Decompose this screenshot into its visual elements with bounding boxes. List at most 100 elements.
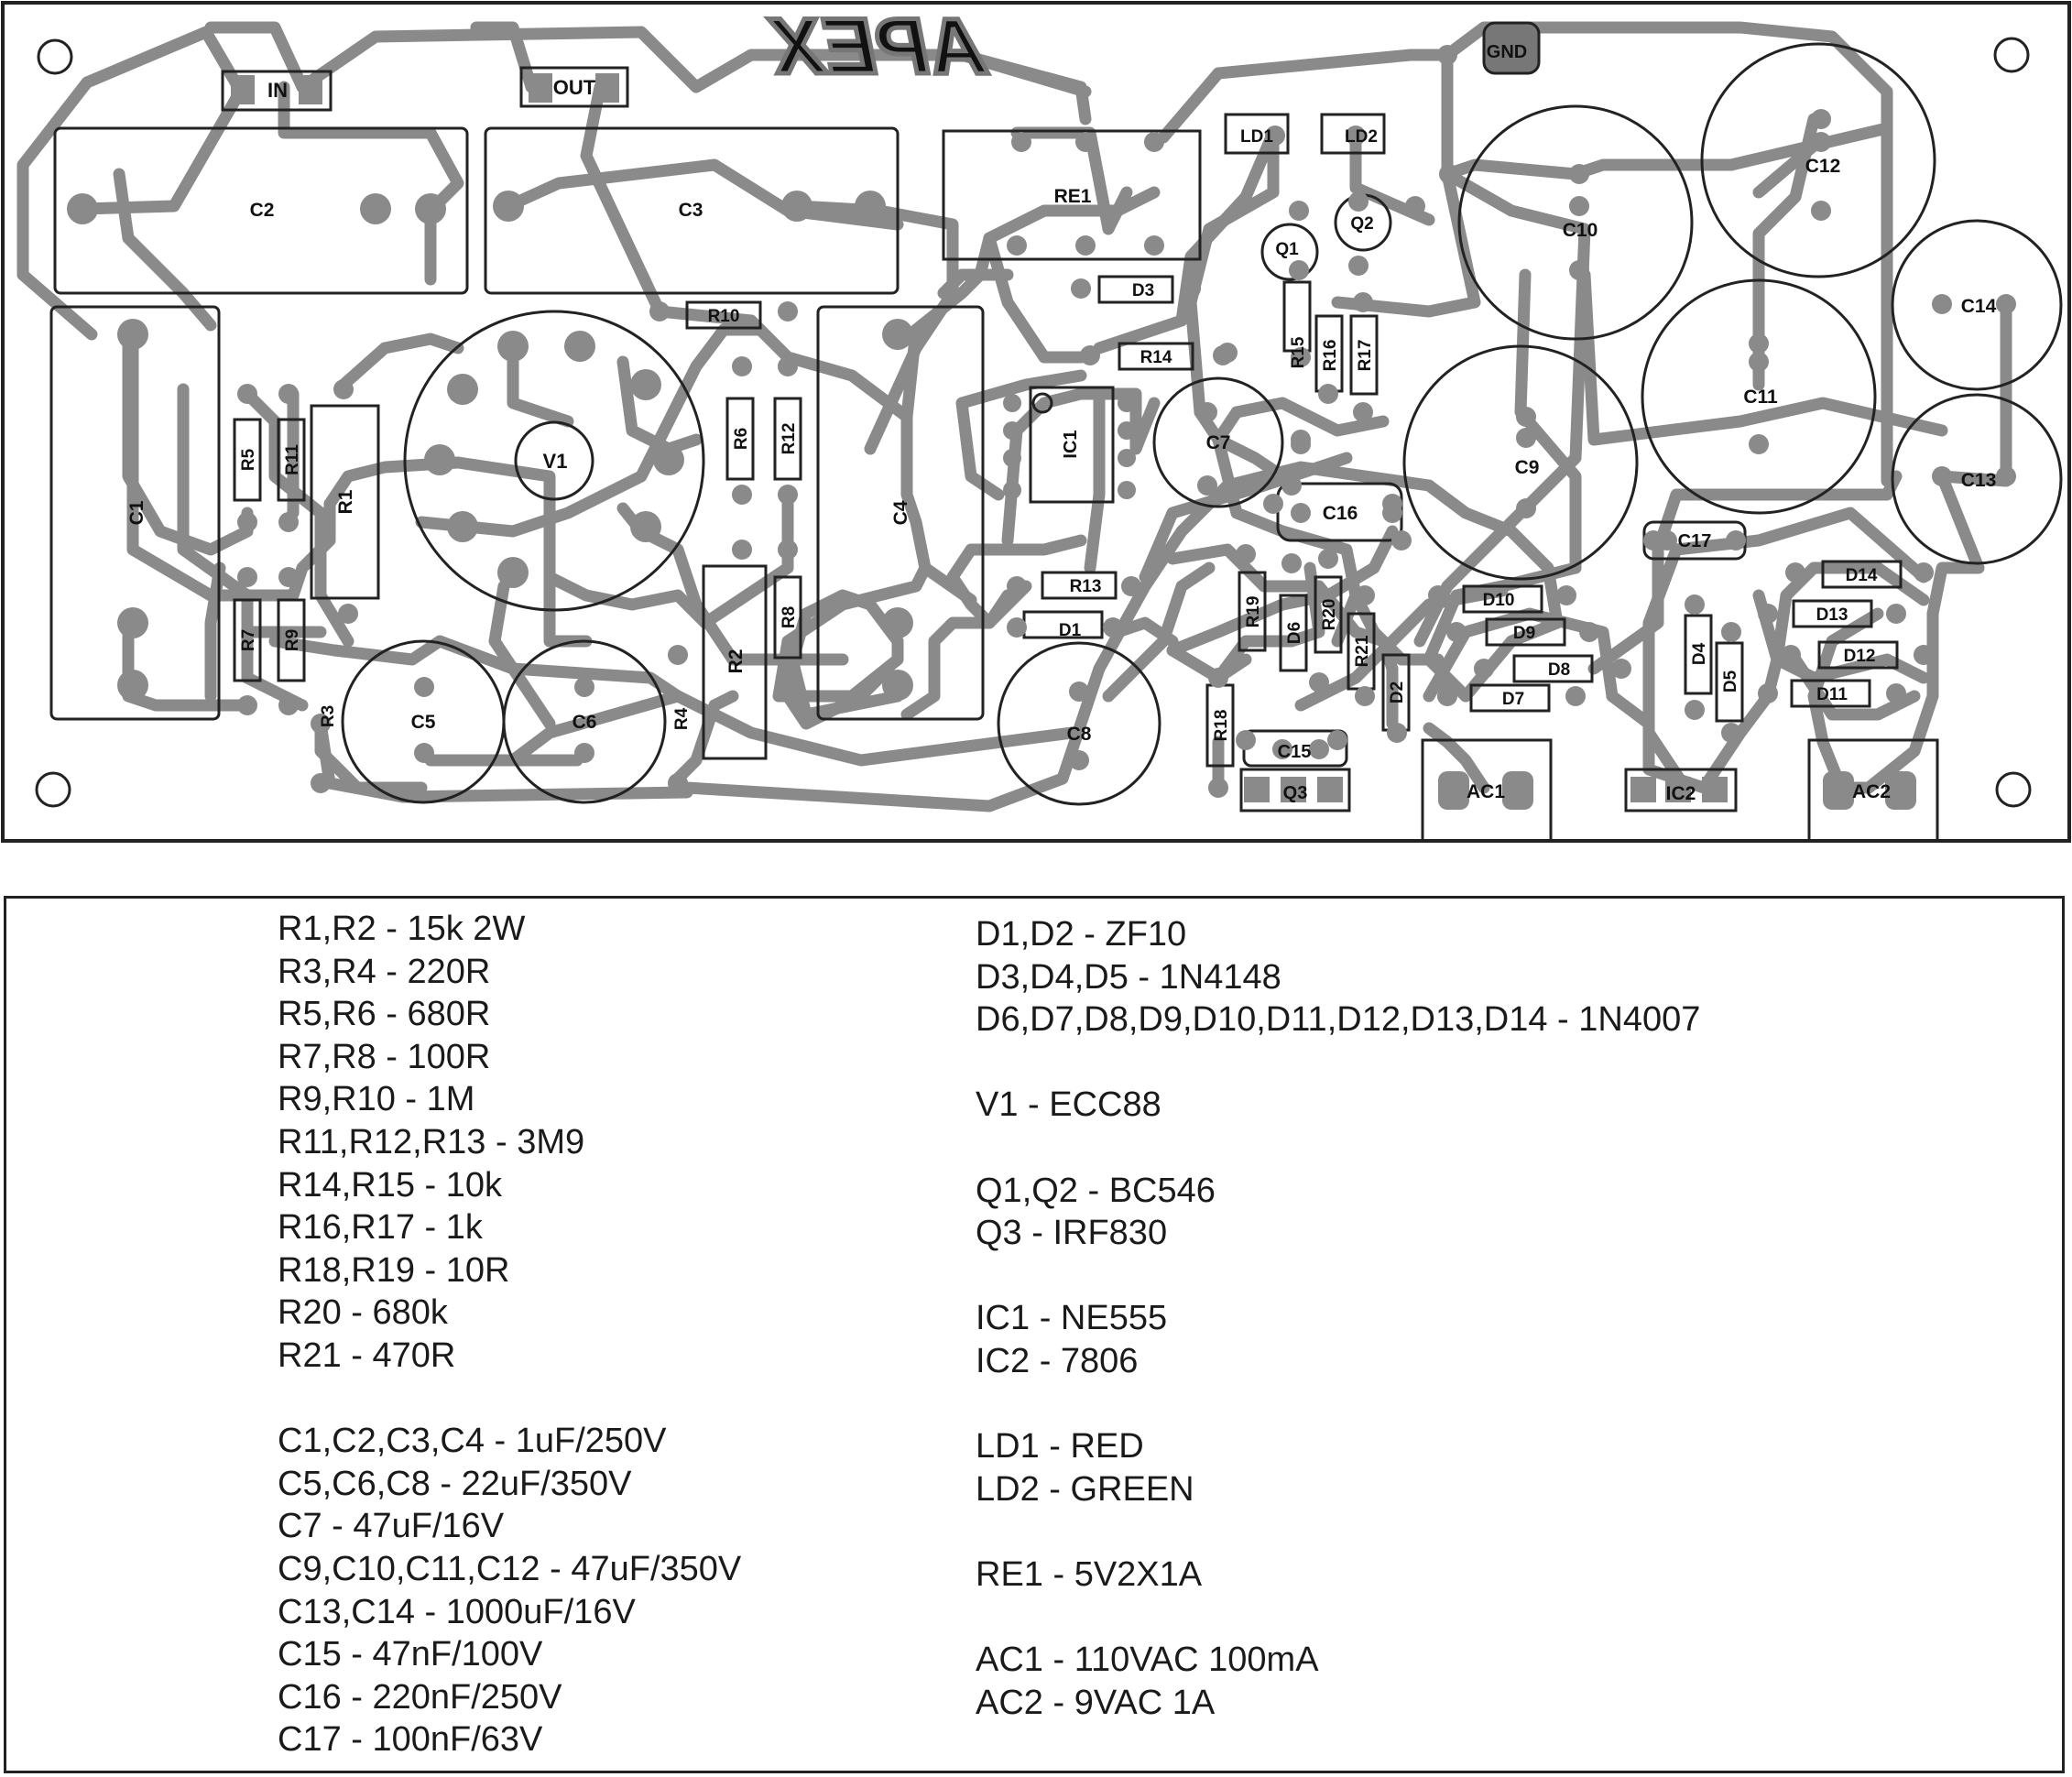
bom-line: R11,R12,R13 - 3M9 [278,1122,585,1161]
label-r17: R17 [1356,340,1375,372]
bom-line: R3,R4 - 220R [278,952,491,991]
label-r11: R11 [283,444,302,475]
label-c14: C14 [1961,296,1997,317]
label-r18: R18 [1212,710,1231,742]
label-c9: C9 [1515,457,1540,478]
label-c17: C17 [1678,531,1712,551]
label-r8: R8 [780,606,799,628]
label-r14: R14 [1140,348,1172,367]
bom-line: Q1,Q2 - BC546 [976,1171,1216,1210]
label-q1: Q1 [1275,240,1299,259]
label-q3: Q3 [1283,783,1308,803]
bom-line: R16,R17 - 1k [278,1208,483,1248]
bom-line: R21 - 470R [278,1335,456,1375]
label-r4: R4 [672,707,692,730]
label-r2: R2 [725,649,747,674]
bom-line [976,1041,1700,1085]
label-d5: D5 [1721,670,1740,692]
label-r3: R3 [319,705,338,727]
bom-line: D1,D2 - ZF10 [976,915,1187,954]
label-c3: C3 [679,200,703,221]
label-c4: C4 [890,500,911,525]
label-out: OUT [553,76,596,99]
label-d6: D6 [1285,622,1304,644]
label-d1: D1 [1059,621,1082,640]
bom-line: IC1 - NE555 [976,1299,1168,1338]
bom-line [976,1510,1700,1554]
label-d11: D11 [1816,685,1848,704]
label-c13: C13 [1961,470,1997,491]
bom-line: C5,C6,C8 - 22uF/350V [278,1464,632,1503]
label-c7: C7 [1206,432,1231,453]
label-d3: D3 [1132,281,1154,300]
bom-line: Q3 - IRF830 [976,1214,1168,1253]
label-r15: R15 [1289,336,1308,368]
label-ic2: IC2 [1666,783,1696,804]
label-r6: R6 [732,428,751,450]
label-r12: R12 [780,423,799,455]
label-r16: R16 [1321,340,1340,372]
label-c10: C10 [1563,220,1598,241]
bom-line [976,1127,1700,1170]
copper-traces [16,21,2012,812]
pcb-board: APEX [1,1,2071,843]
bom-line: V1 - ECC88 [976,1085,1161,1125]
label-d13: D13 [1816,605,1848,625]
component-labels: IN OUT GND C2 C3 RE1 LD1 LD2 Q1 Q2 C10 C… [126,42,1997,804]
label-c1: C1 [126,500,147,525]
label-r13: R13 [1070,577,1102,596]
label-r1: R1 [335,489,356,514]
bom-line: AC2 - 9VAC 1A [976,1683,1216,1722]
bom-line: D3,D4,D5 - 1N4148 [976,957,1281,997]
label-d14: D14 [1846,566,1878,585]
label-ld2: LD2 [1345,127,1378,147]
label-c5: C5 [411,712,436,733]
bom-line: R18,R19 - 10R [278,1250,510,1290]
bom-line: C15 - 47nF/100V [278,1635,543,1674]
label-r21: R21 [1353,635,1372,667]
bom-line: IC2 - 7806 [976,1341,1139,1380]
label-d8: D8 [1548,660,1570,680]
bom-line: LD2 - GREEN [976,1469,1194,1509]
bom-line: R7,R8 - 100R [278,1037,491,1076]
label-in: IN [267,79,288,102]
label-r7: R7 [239,629,258,651]
label-r20: R20 [1320,599,1339,631]
label-r19: R19 [1244,596,1263,628]
solder-pads [67,45,2016,810]
label-c8: C8 [1067,724,1092,745]
bom-line [976,1383,1700,1426]
bom-line: AC1 - 110VAC 100mA [976,1641,1319,1680]
label-c6: C6 [573,712,597,733]
label-c2: C2 [250,200,275,221]
label-gnd: GND [1487,42,1527,62]
label-q2: Q2 [1350,214,1373,234]
label-d12: D12 [1844,647,1876,666]
component-outlines [49,21,2063,843]
bom-line: D6,D7,D8,D9,D10,D11,D12,D13,D14 - 1N4007 [976,1000,1701,1040]
bom-line [278,1378,741,1421]
bom-line: R1,R2 - 15k 2W [278,910,526,948]
bom-line: C7 - 47uF/16V [278,1507,505,1546]
bom-line: LD1 - RED [976,1427,1144,1466]
bom-line: R5,R6 - 680R [278,995,491,1034]
bom-line: C16 - 220nF/250V [278,1677,562,1717]
label-ld1: LD1 [1240,127,1273,147]
bom-line: R14,R15 - 10k [278,1165,503,1205]
bom-line [976,1255,1700,1298]
bom-line: C9,C10,C11,C12 - 47uF/350V [278,1549,742,1588]
label-d9: D9 [1513,624,1535,643]
apex-logo: APEX [766,1,991,93]
label-d10: D10 [1483,591,1515,610]
bom-line [976,1597,1700,1640]
bom-line: C13,C14 - 1000uF/16V [278,1592,636,1631]
label-v1: V1 [543,450,568,473]
label-c15: C15 [1278,742,1312,762]
svg-text:APEX: APEX [768,3,988,91]
label-ac1: AC1 [1467,781,1505,802]
bom-line: R9,R10 - 1M [278,1080,475,1119]
label-ac2: AC2 [1852,781,1891,802]
